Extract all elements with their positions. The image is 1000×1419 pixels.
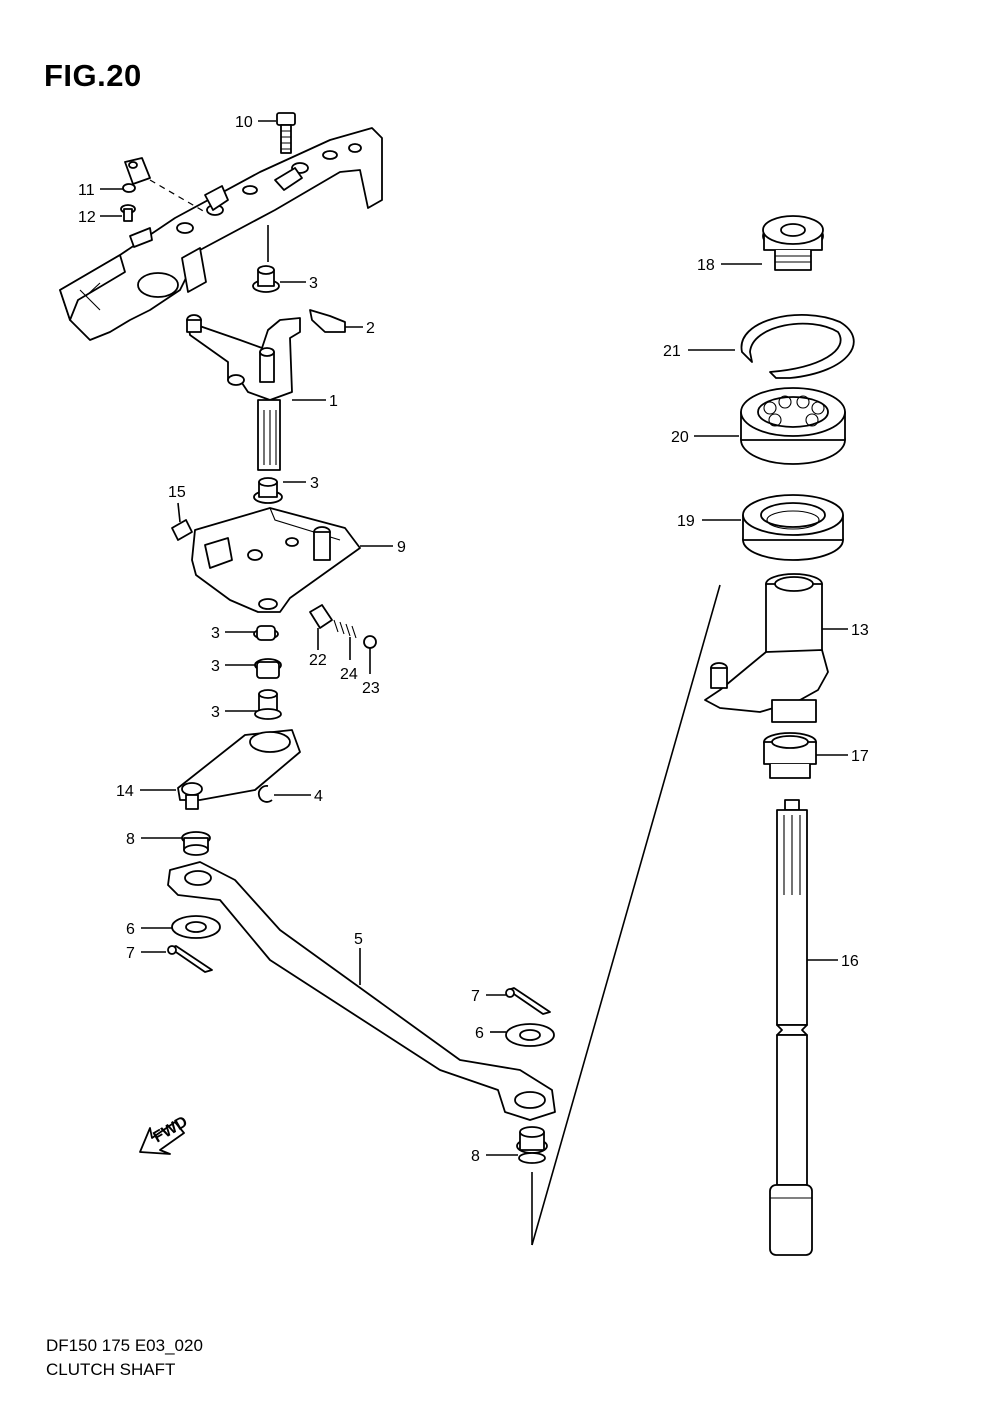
callout-3-lower-2: 3 — [211, 658, 220, 675]
assembly-line-diagonal — [531, 584, 721, 1246]
part-20-bearing — [740, 387, 846, 465]
callout-18: 18 — [697, 257, 715, 274]
callout-21: 21 — [663, 343, 681, 360]
callout-1: 1 — [329, 393, 338, 410]
callout-20: 20 — [671, 429, 689, 446]
fwd-arrow-icon: FWD — [139, 1113, 191, 1155]
part-13-shift-arm — [704, 573, 829, 723]
callout-3-lower-1: 3 — [211, 625, 220, 642]
callout-17: 17 — [851, 748, 869, 765]
part-18-plug — [762, 215, 824, 271]
diagram-code: DF150 175 E03_020 — [46, 1336, 203, 1355]
part-4-e-clip — [257, 785, 273, 803]
callout-7-right: 7 — [471, 988, 480, 1005]
callout-15: 15 — [168, 484, 186, 501]
part-9-plate — [191, 507, 361, 613]
callout-5: 5 — [354, 931, 363, 948]
part-7-cotter-pin-left — [167, 945, 213, 973]
callout-3-top: 3 — [309, 275, 318, 292]
part-2-clip — [309, 309, 346, 333]
callout-2: 2 — [366, 320, 375, 337]
part-3-bushing-top — [252, 265, 280, 293]
callout-6-right: 6 — [475, 1025, 484, 1042]
part-10-bolt — [276, 112, 296, 154]
callout-3-middle: 3 — [310, 475, 319, 492]
part-6-washer-right — [505, 1023, 555, 1047]
part-24-spring — [333, 619, 357, 639]
bracket-housing — [59, 127, 383, 341]
part-5-link-rod — [167, 861, 556, 1121]
part-23-ball — [363, 635, 377, 649]
part-8-bushing-upper — [181, 831, 211, 856]
callout-24: 24 — [340, 666, 358, 683]
callout-8-lower: 8 — [471, 1148, 480, 1165]
part-15-screw — [171, 519, 193, 541]
callout-6-left: 6 — [126, 921, 135, 938]
callout-12: 12 — [78, 209, 96, 226]
diagram-name: CLUTCH SHAFT — [46, 1360, 176, 1379]
callout-11: 11 — [78, 182, 95, 199]
part-7-cotter-pin-right — [505, 987, 551, 1015]
callout-8-upper: 8 — [126, 831, 135, 848]
part-3-bushing-lower-1 — [253, 625, 279, 641]
part-16-clutch-shaft — [769, 799, 813, 1256]
part-6-washer-left — [171, 915, 221, 939]
callout-22: 22 — [309, 652, 327, 669]
callout-16: 16 — [841, 953, 859, 970]
callout-4: 4 — [314, 788, 323, 805]
callout-9: 9 — [397, 539, 406, 556]
part-12-screw — [120, 204, 136, 222]
callout-3-lower-3: 3 — [211, 704, 220, 721]
callout-23: 23 — [362, 680, 380, 697]
callout-13: 13 — [851, 622, 869, 639]
part-21-circlip — [740, 314, 855, 379]
callout-14: 14 — [116, 783, 134, 800]
part-22-pin — [309, 604, 333, 629]
part-3-bushing-middle — [253, 477, 283, 504]
part-11-clip — [122, 157, 151, 193]
part-17-bushing — [763, 732, 817, 779]
callout-10: 10 — [235, 114, 253, 131]
callout-labels: 10 11 12 3 2 1 3 15 9 3 3 3 22 24 23 14 — [78, 114, 869, 1165]
callout-7-left: 7 — [126, 945, 135, 962]
part-8-bushing-lower — [516, 1126, 548, 1164]
part-3-bushing-lower-2 — [254, 658, 282, 679]
callout-19: 19 — [677, 513, 695, 530]
part-3-bushing-lower-3 — [254, 689, 282, 720]
figure-title: FIG.20 — [44, 58, 142, 93]
part-14-arm — [177, 729, 301, 810]
part-19-oil-seal — [742, 494, 844, 561]
part-1-shift-lever — [186, 314, 301, 471]
